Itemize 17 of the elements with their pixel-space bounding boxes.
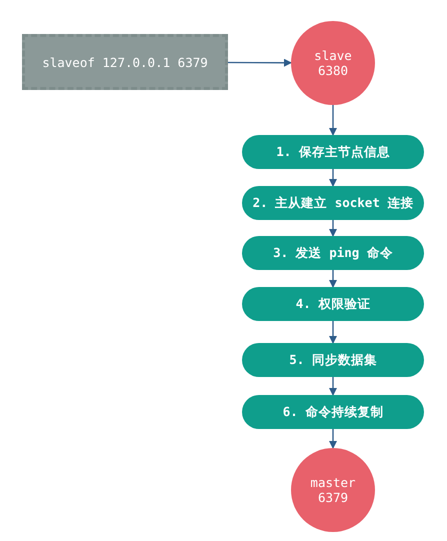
node-circle: slave 6380 [291,21,375,105]
step-box: 1. 保存主节点信息 [242,135,424,169]
arrow [329,105,337,136]
arrow [329,429,337,449]
step-box: 5. 同步数据集 [242,343,424,377]
arrow [329,270,337,288]
arrow [329,321,337,344]
node-circle: master 6379 [291,448,375,532]
arrow [329,220,337,237]
step-box: 6. 命令持续复制 [242,395,424,429]
arrow [228,58,292,67]
arrow [329,377,337,396]
command-box: slaveof 127.0.0.1 6379 [22,34,228,90]
step-box: 4. 权限验证 [242,287,424,321]
arrow [329,169,337,187]
step-box: 3. 发送 ping 命令 [242,236,424,270]
step-box: 2. 主从建立 socket 连接 [242,186,424,220]
